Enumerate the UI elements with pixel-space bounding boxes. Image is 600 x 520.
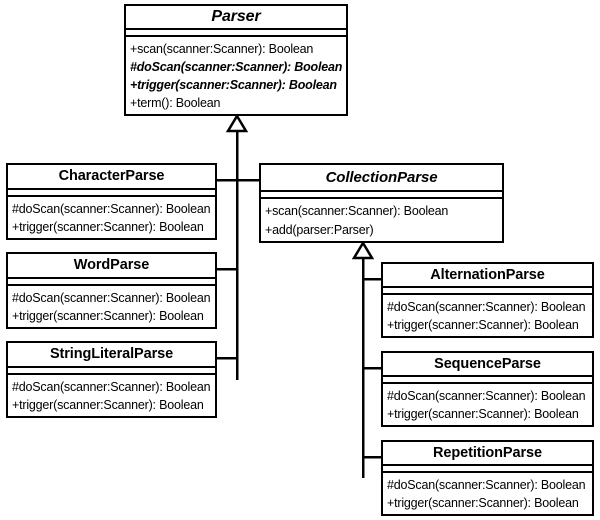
attribute-compartment-parser	[126, 30, 346, 37]
operation-compartment-sequenceparse: #doScan(scanner:Scanner): Boolean +trigg…	[383, 384, 592, 425]
operation: #doScan(scanner:Scanner): Boolean	[12, 201, 211, 216]
operation: +trigger(scanner:Scanner): Boolean	[387, 406, 579, 421]
class-title-wordparse: WordParse	[8, 254, 215, 279]
attribute-compartment-stringliteralparse	[8, 368, 215, 375]
operation: +trigger(scanner:Scanner): Boolean	[387, 317, 579, 332]
operation: +scan(scanner:Scanner): Boolean	[130, 41, 314, 56]
operation-compartment-wordparse: #doScan(scanner:Scanner): Boolean +trigg…	[8, 286, 215, 327]
operation: +trigger(scanner:Scanner): Boolean	[12, 219, 204, 234]
operation-compartment-parser: +scan(scanner:Scanner): Boolean #doScan(…	[126, 37, 346, 115]
class-title-repetitionparse: RepetitionParse	[383, 442, 592, 466]
class-box-repetitionparse[interactable]: RepetitionParse #doScan(scanner:Scanner)…	[381, 440, 594, 516]
generalization-arrowhead-collectionparse	[351, 240, 375, 260]
attribute-compartment-characterparse	[8, 190, 215, 197]
operation: +trigger(scanner:Scanner): Boolean	[12, 308, 204, 323]
class-box-stringliteralparse[interactable]: StringLiteralParse #doScan(scanner:Scann…	[6, 341, 217, 418]
class-title-alternationparse: AlternationParse	[383, 264, 592, 288]
operation: +trigger(scanner:Scanner): Boolean	[12, 397, 204, 412]
operation: +trigger(scanner:Scanner): Boolean	[387, 495, 579, 510]
class-box-parser[interactable]: Parser +scan(scanner:Scanner): Boolean #…	[124, 4, 348, 116]
generalization-arrowhead-parser	[225, 113, 249, 133]
operation-compartment-stringliteralparse: #doScan(scanner:Scanner): Boolean +trigg…	[8, 375, 215, 416]
operation-compartment-characterparse: #doScan(scanner:Scanner): Boolean +trigg…	[8, 197, 215, 238]
class-box-collectionparse[interactable]: CollectionParse +scan(scanner:Scanner): …	[259, 163, 504, 243]
operation: +term(): Boolean	[130, 95, 221, 110]
attribute-compartment-collectionparse	[261, 192, 502, 199]
class-box-wordparse[interactable]: WordParse #doScan(scanner:Scanner): Bool…	[6, 252, 217, 329]
attribute-compartment-sequenceparse	[383, 377, 592, 384]
operation-compartment-collectionparse: +scan(scanner:Scanner): Boolean +add(par…	[261, 199, 502, 241]
operation: +scan(scanner:Scanner): Boolean	[265, 204, 449, 219]
attribute-compartment-alternationparse	[383, 288, 592, 295]
class-title-sequenceparse: SequenceParse	[383, 353, 592, 377]
operation: #doScan(scanner:Scanner): Boolean	[387, 388, 586, 403]
operation: +trigger(scanner:Scanner): Boolean	[130, 77, 337, 92]
class-title-parser: Parser	[126, 6, 346, 30]
class-title-stringliteralparse: StringLiteralParse	[8, 343, 215, 368]
operation: +add(parser:Parser)	[265, 222, 374, 237]
operation: #doScan(scanner:Scanner): Boolean	[387, 477, 586, 492]
operation: #doScan(scanner:Scanner): Boolean	[387, 299, 586, 314]
operation: #doScan(scanner:Scanner): Boolean	[12, 379, 211, 394]
class-title-collectionparse: CollectionParse	[261, 165, 502, 192]
operation-compartment-repetitionparse: #doScan(scanner:Scanner): Boolean +trigg…	[383, 473, 592, 514]
class-box-characterparse[interactable]: CharacterParse #doScan(scanner:Scanner):…	[6, 163, 217, 240]
operation: #doScan(scanner:Scanner): Boolean	[130, 59, 343, 74]
attribute-compartment-repetitionparse	[383, 466, 592, 473]
class-title-characterparse: CharacterParse	[8, 165, 215, 190]
operation: #doScan(scanner:Scanner): Boolean	[12, 290, 211, 305]
class-box-sequenceparse[interactable]: SequenceParse #doScan(scanner:Scanner): …	[381, 351, 594, 427]
attribute-compartment-wordparse	[8, 279, 215, 286]
class-box-alternationparse[interactable]: AlternationParse #doScan(scanner:Scanner…	[381, 262, 594, 338]
operation-compartment-alternationparse: #doScan(scanner:Scanner): Boolean +trigg…	[383, 295, 592, 336]
